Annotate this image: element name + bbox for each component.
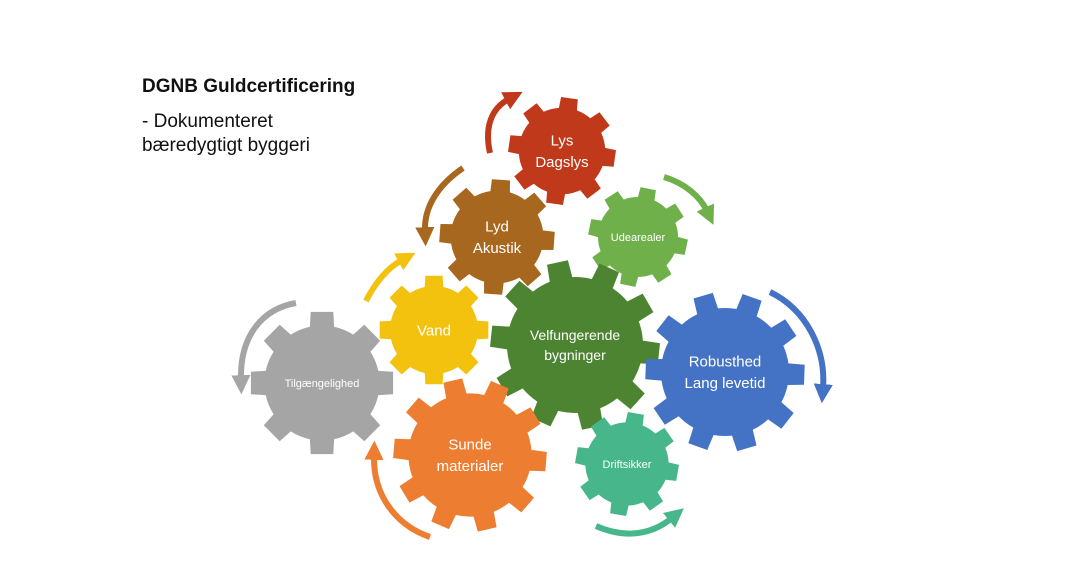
rotation-arrow-tilg [231, 300, 297, 395]
rotation-arrows [231, 91, 833, 540]
gear-label-lyd-2: Akustik [473, 240, 522, 257]
gear-label-robusthed-1: Robusthed [689, 353, 762, 370]
rotation-arrow-lys [485, 91, 523, 154]
gear-shape-velfungerende [490, 260, 660, 430]
gear-label-lys-2: Dagslys [535, 154, 588, 171]
gear-label-udearealer-1: Udearealer [611, 232, 666, 244]
rotation-arrow-rob [768, 289, 833, 404]
gear-label-lyd-1: Lyd [485, 218, 509, 235]
gear-shape-vand [379, 275, 489, 385]
gear-label-sunde-1: Sunde [448, 436, 491, 453]
gear-shape-lyd [439, 179, 555, 295]
diagram-heading: DGNB Guldcertificering [142, 76, 356, 97]
gear-shape-udearealer [588, 187, 688, 287]
gear-label-lys-1: Lys [551, 132, 574, 149]
rotation-arrow-vand [363, 252, 416, 303]
gear-shape-sunde [393, 378, 547, 532]
subtitle-line-2: bæredygtigt byggeri [142, 135, 310, 156]
gear-shape-tilgaengelighed [250, 311, 394, 455]
gear-label-velfungerende-1: Velfungerende [530, 327, 621, 343]
rotation-arrow-drift [594, 508, 684, 537]
subtitle-line-1: - Dokumenteret [142, 111, 273, 132]
gear-udearealer: Udearealer [588, 187, 688, 287]
gear-shape-robusthed [645, 292, 805, 452]
gear-velfungerende: Velfungerende bygninger [490, 260, 660, 430]
gear-sunde: Sunde materialer [393, 378, 547, 532]
rotation-arrow-ude [663, 174, 715, 225]
gear-driftsikker: Driftsikker [575, 412, 679, 516]
gear-shape-driftsikker [575, 412, 679, 516]
gear-tilgaengelighed: Tilgængelighed [250, 311, 394, 455]
gear-label-driftsikker-1: Driftsikker [603, 459, 652, 471]
diagram-subtitle: - Dokumenteret bæredygtigt byggeri [142, 110, 310, 158]
rotation-arrow-sunde [364, 440, 432, 540]
gear-label-velfungerende-2: bygninger [544, 347, 606, 363]
gear-label-robusthed-2: Lang levetid [685, 375, 766, 392]
gear-label-vand-1: Vand [417, 322, 451, 339]
gear-label-tilgaengelighed-1: Tilgængelighed [285, 378, 360, 390]
rotation-arrow-lyd [415, 165, 465, 247]
gear-vand: Vand [379, 275, 489, 385]
gear-shape-lys [508, 97, 616, 205]
gear-label-sunde-2: materialer [437, 458, 504, 475]
